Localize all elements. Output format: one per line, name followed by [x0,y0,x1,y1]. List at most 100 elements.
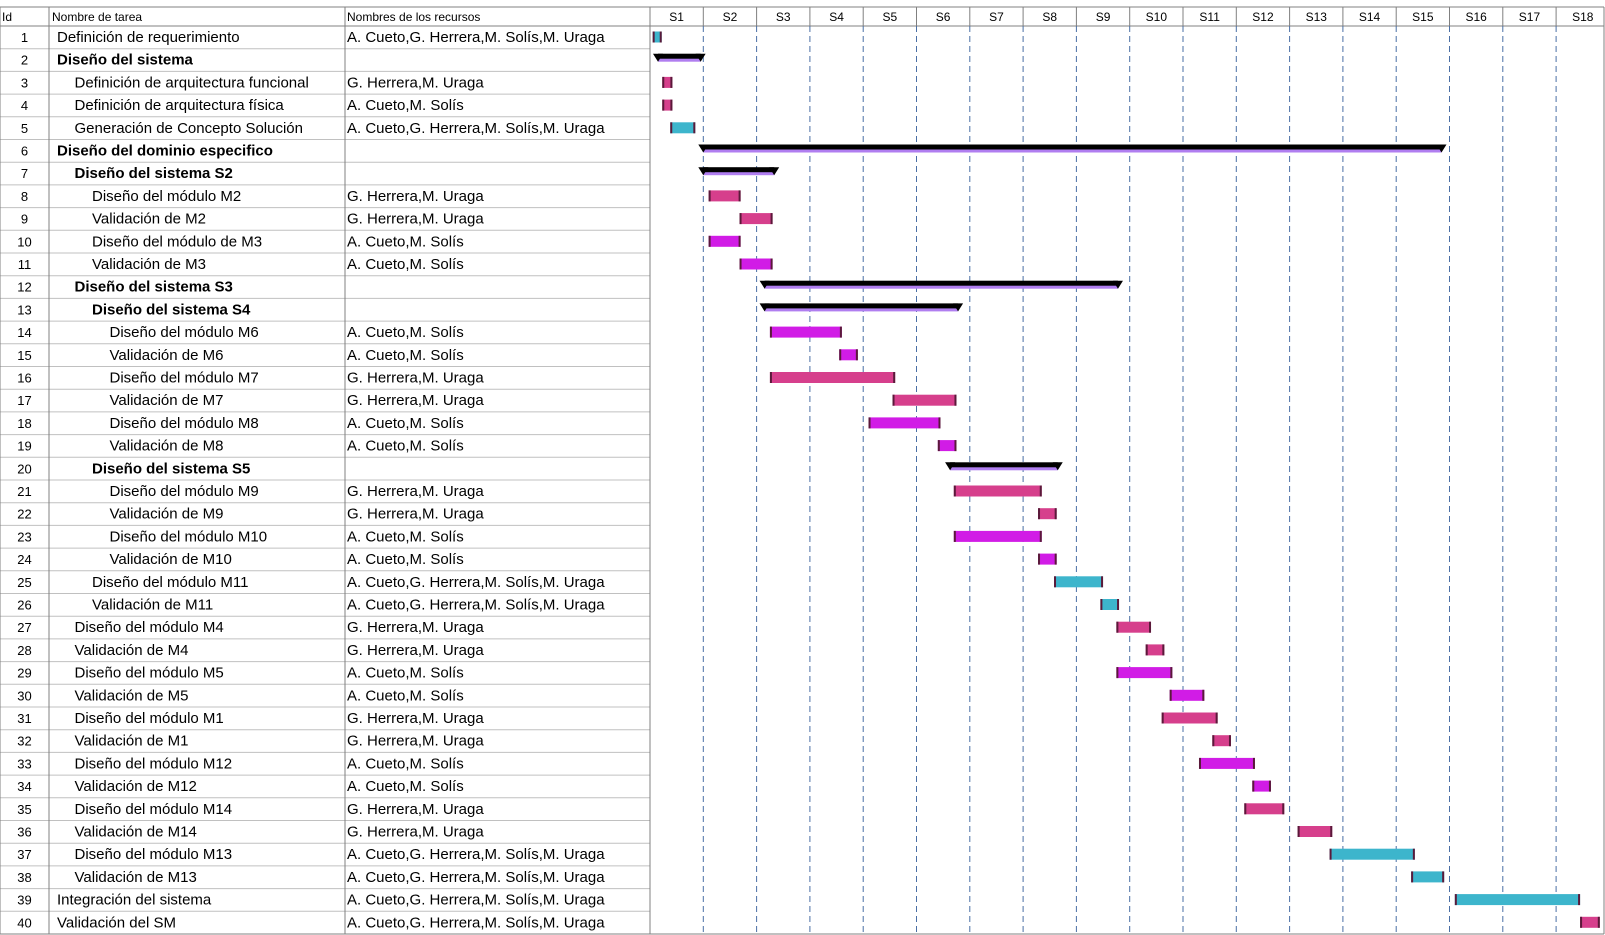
task-name-cell: Diseño del módulo M8 [110,415,259,432]
task-id-cell: 19 [17,439,31,454]
task-bar-end-edge [1039,485,1042,497]
task-name-cell: Validación de M8 [110,438,224,455]
task-bar-start-edge [839,349,842,361]
task-name-cell: Validación de M13 [75,869,197,886]
task-bar-start-edge [769,372,772,383]
gantt-grid [0,6,1605,935]
task-resources-cell: A. Cueto,G. Herrera,M. Solís,M. Uraga [347,869,605,886]
task-resources-cell: A. Cueto,G. Herrera,M. Solís,M. Uraga [347,597,605,614]
task-bar [1244,803,1285,815]
gantt-header: Id Nombre de tarea Nombres de los recurs… [2,10,1594,24]
task-bar-end-edge [738,235,741,247]
summary-bar-start-cap [945,462,956,471]
header-resources: Nombres de los recursos [347,10,480,24]
task-bar-start-edge [953,530,956,542]
task-name-cell: Diseño del módulo M5 [75,665,224,682]
task-id-cell: 5 [21,121,28,136]
task-name-cell: Validación del SM [57,914,176,931]
task-resources-cell: A. Cueto,M. Solís [347,778,464,795]
task-bar-end-edge [893,372,896,383]
task-name-cell: Diseño del módulo M1 [75,710,224,727]
task-bar [1454,894,1581,906]
task-bar-start-edge [1116,667,1119,679]
task-bar [670,122,696,134]
task-bar-end-edge [1330,826,1333,837]
summary-bar-end-cap [1052,462,1063,471]
task-resources-cell: A. Cueto,M. Solís [347,528,464,545]
task-id-cell: 29 [17,666,31,681]
task-bar [953,485,1042,497]
task-bars [652,31,1600,928]
task-id-cell: 4 [21,98,28,113]
task-bar-start-edge [1169,689,1172,701]
task-name-cell: Diseño del módulo M2 [92,188,241,205]
task-bar [1411,871,1445,883]
task-bar-end-edge [693,122,696,134]
summary-bar-underline [703,148,1442,153]
task-id-cell: 23 [17,529,31,544]
task-bar-end-edge [1442,871,1445,883]
task-bar-end-edge [1054,508,1057,520]
task-id-cell: 35 [17,802,31,817]
task-name-cell: Definición de arquitectura física [75,97,285,114]
summary-bar-end-cap [1112,280,1123,289]
task-resources-cell: A. Cueto,M. Solís [347,97,464,114]
summary-bar-underline [703,171,775,176]
task-bar-end-edge [1215,712,1218,724]
header-task-name: Nombre de tarea [52,10,142,24]
task-bar-start-edge [708,235,711,247]
task-bar-start-edge [739,213,742,225]
task-bar-end-edge [670,99,673,111]
task-bar [1169,689,1205,701]
task-resources-cell: A. Cueto,M. Solís [347,551,464,568]
task-bar-start-edge [1411,871,1414,883]
task-bar-start-edge [662,99,665,111]
summary-bar-end-cap [953,303,964,312]
week-label: S9 [1096,10,1111,24]
task-name-cell: Validación de M4 [75,642,189,659]
task-id-cell: 31 [17,711,31,726]
task-resources-cell: A. Cueto,M. Solís [347,347,464,364]
task-name-cell: Diseño del módulo M7 [110,370,259,387]
summary-bar [703,167,775,173]
task-resources-cell: A. Cueto,M. Solís [347,256,464,273]
task-resources-cell: A. Cueto,M. Solís [347,415,464,432]
task-id-cell: 14 [17,325,31,340]
week-label: S12 [1252,10,1274,24]
summary-bar [950,462,1058,468]
task-id-cell: 34 [17,779,31,794]
task-bar-start-edge [868,417,871,429]
task-id-cell: 8 [21,189,28,204]
summary-bar [764,303,959,309]
task-resources-cell: A. Cueto,M. Solís [347,233,464,250]
task-bar-end-edge [1268,780,1271,792]
week-label: S18 [1572,10,1594,24]
task-id-cell: 12 [17,280,31,295]
task-resources-cell: G. Herrera,M. Uraga [347,642,484,659]
summary-bar-underline [657,57,701,62]
task-bar [839,349,858,361]
task-id-cell: 2 [21,53,28,68]
week-label: S1 [669,10,684,24]
task-resources-cell: G. Herrera,M. Uraga [347,824,484,841]
task-bar-start-edge [1161,712,1164,724]
task-bar-end-edge [1149,621,1152,633]
task-id-cell: 3 [21,75,28,90]
summary-bar-start-cap [698,167,709,176]
task-bar-end-edge [1578,894,1581,906]
task-bar-end-edge [738,190,741,202]
task-bar-end-edge [839,326,842,338]
task-resources-cell: G. Herrera,M. Uraga [347,619,484,636]
task-bar [937,440,957,452]
task-resources-cell: G. Herrera,M. Uraga [347,483,484,500]
task-name-cell: Validación de M3 [92,256,206,273]
task-name-cell: Diseño del módulo M12 [75,755,233,772]
week-label: S10 [1146,10,1168,24]
task-id-cell: 16 [17,371,31,386]
week-label: S13 [1306,10,1328,24]
task-resources-cell: A. Cueto,G. Herrera,M. Solís,M. Uraga [347,892,605,909]
task-bar-end-edge [670,76,673,88]
task-bar-start-edge [1212,735,1215,747]
